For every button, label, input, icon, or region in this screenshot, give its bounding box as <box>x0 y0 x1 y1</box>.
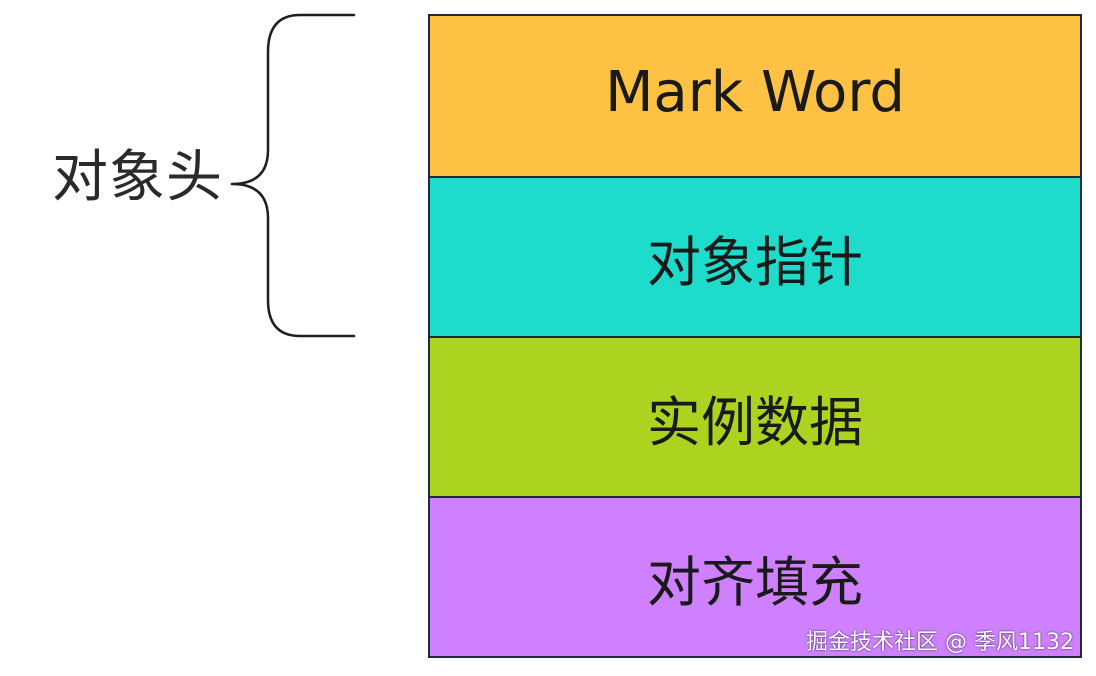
padding-block: 对齐填充 <box>430 498 1080 656</box>
object-header-label: 对象头 <box>52 145 223 210</box>
mark-word-label: Mark Word <box>605 59 905 125</box>
object-header-brace-group: 对象头 <box>0 0 360 676</box>
instance-data-block: 实例数据 <box>430 338 1080 498</box>
mark-word-block: Mark Word <box>430 16 1080 178</box>
object-pointer-block: 对象指针 <box>430 178 1080 338</box>
padding-label: 对齐填充 <box>647 550 863 614</box>
curly-brace-icon <box>230 13 356 338</box>
object-pointer-label: 对象指针 <box>647 230 863 294</box>
watermark: 掘金技术社区 @ 季风1132 <box>806 630 1074 655</box>
instance-data-label: 实例数据 <box>647 390 863 454</box>
object-memory-layout: Mark Word 对象指针 实例数据 对齐填充 <box>428 14 1082 658</box>
